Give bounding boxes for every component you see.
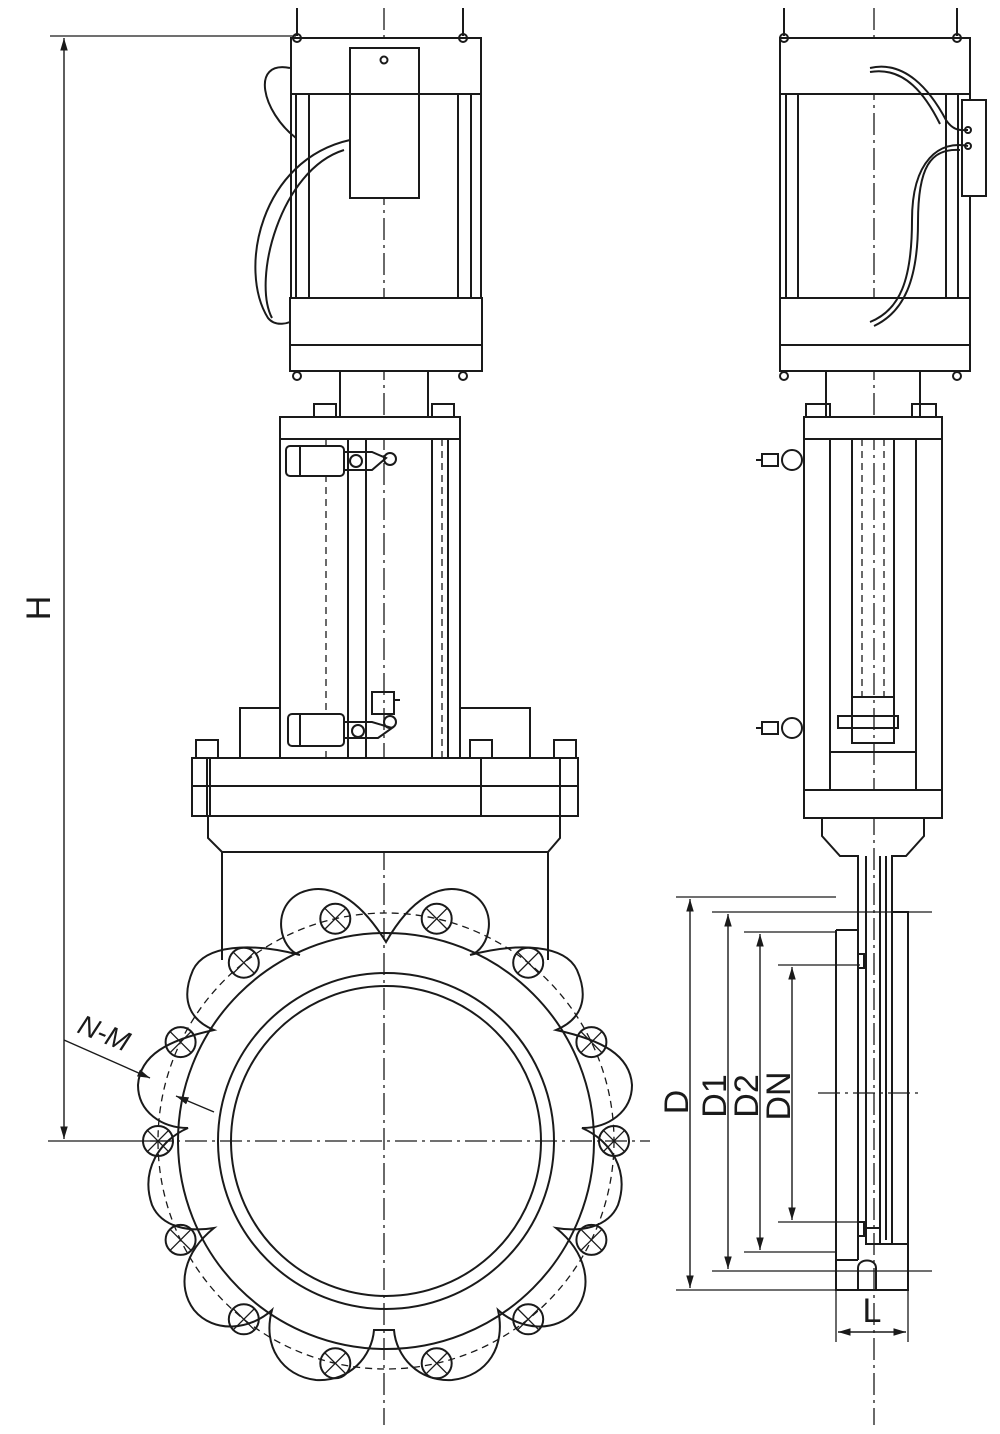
bolt-hole (598, 1125, 630, 1157)
bolt-hole (512, 1303, 545, 1336)
side-yoke (756, 370, 943, 819)
cylinder-actuator (254, 33, 483, 381)
label-n-m: N-M (74, 1009, 135, 1058)
bolt-hole (164, 1026, 197, 1059)
bolt-hole (420, 1347, 453, 1380)
bolt-hole (420, 902, 453, 935)
bolt-hole (227, 946, 260, 979)
side-view: D D1 D2 DN L (658, 8, 987, 1425)
bolt-hole (227, 1303, 260, 1336)
valve-body (136, 852, 650, 1382)
yoke-frame (279, 370, 461, 820)
bolt-hole (319, 902, 352, 935)
side-body (821, 818, 925, 1291)
front-view: H N-M (20, 8, 650, 1425)
dimension-h: H (20, 35, 296, 1142)
bolt-hole (575, 1223, 608, 1256)
label-dn: DN (760, 1071, 798, 1120)
label-d2: D2 (728, 1074, 766, 1117)
label-d1: D1 (696, 1074, 734, 1117)
bonnet-flange (191, 707, 579, 853)
label-h: H (20, 596, 58, 621)
bolt-hole (319, 1347, 352, 1380)
label-l: L (863, 1292, 882, 1330)
bolt-hole (512, 946, 545, 979)
label-d: D (658, 1090, 696, 1115)
side-cylinder (779, 33, 987, 381)
side-dimensions: D D1 D2 DN L (658, 896, 932, 1342)
bolt-hole (575, 1026, 608, 1059)
bolt-hole (164, 1223, 197, 1256)
